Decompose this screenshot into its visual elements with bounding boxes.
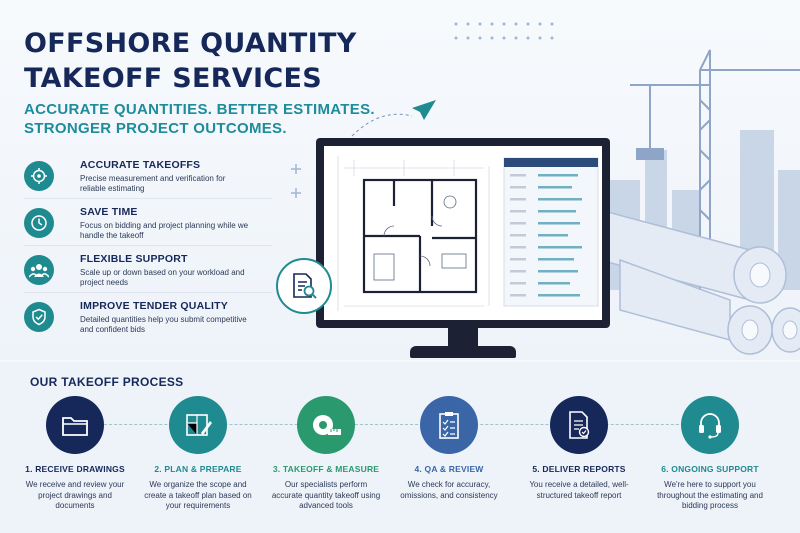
monitor-stand — [448, 328, 478, 348]
document-search-icon — [276, 258, 332, 314]
step-title: 6. ONGOING SUPPORT — [661, 464, 759, 474]
step-title: 1. RECEIVE DRAWINGS — [25, 464, 125, 474]
feature-title: ACCURATE TAKEOFFS — [80, 159, 201, 171]
feature-list: ACCURATE TAKEOFFS Precise measurement an… — [24, 152, 272, 340]
dot-pattern — [454, 22, 554, 40]
step-text: You receive a detailed, well-structured … — [529, 480, 629, 500]
blueprint-rolls-illustration — [600, 209, 800, 355]
clock-icon — [24, 208, 54, 238]
feature-text: Precise measurement and verification for… — [80, 174, 226, 193]
feature-item: FLEXIBLE SUPPORT Scale up or down based … — [24, 246, 272, 293]
target-icon — [24, 161, 54, 191]
floor-plan-drawing — [337, 156, 599, 311]
step-text: We receive and review your project drawi… — [25, 480, 125, 510]
step-title: 5. DELIVER REPORTS — [532, 464, 626, 474]
feature-title: SAVE TIME — [80, 206, 138, 218]
tape-measure-icon — [297, 396, 355, 454]
process-step: 3. TAKEOFF & MEASURE Our specialists per… — [261, 396, 391, 512]
step-title: 2. PLAN & PREPARE — [154, 464, 242, 474]
checklist-icon — [420, 396, 478, 454]
headset-icon — [681, 396, 739, 454]
process-title: OUR TAKEOFF PROCESS — [30, 375, 184, 389]
feature-title: FLEXIBLE SUPPORT — [80, 253, 188, 265]
blueprint-icon — [169, 396, 227, 454]
feature-item: SAVE TIME Focus on bidding and project p… — [24, 199, 272, 246]
process-step: 2. PLAN & PREPARE We organize the scope … — [133, 396, 263, 512]
monitor-screen — [324, 146, 602, 320]
feature-text: Focus on bidding and project planning wh… — [80, 221, 249, 240]
feature-title: IMPROVE TENDER QUALITY — [80, 300, 228, 312]
page-title: OFFSHORE QUANTITY TAKEOFF SERVICES — [24, 28, 357, 94]
process-step: 6. ONGOING SUPPORT We're here to support… — [645, 396, 775, 512]
process-step: 4. QA & REVIEW We check for accuracy, om… — [384, 396, 514, 501]
step-text: We check for accuracy, omissions, and co… — [400, 480, 498, 500]
process-step: 5. DELIVER REPORTS You receive a detaile… — [514, 396, 644, 501]
step-title: 4. QA & REVIEW — [414, 464, 484, 474]
shield-check-icon — [24, 302, 54, 332]
process-section — [0, 362, 800, 533]
feature-text: Scale up or down based on your workload … — [80, 268, 245, 287]
step-title: 3. TAKEOFF & MEASURE — [272, 464, 380, 474]
step-text: Our specialists perform accurate quantit… — [271, 480, 381, 510]
step-text: We're here to support you throughout the… — [657, 480, 763, 510]
feature-text: Detailed quantities help you submit comp… — [80, 315, 247, 334]
folder-icon — [46, 396, 104, 454]
plus-decoration — [291, 164, 301, 198]
team-icon — [24, 255, 54, 285]
process-connector — [74, 424, 724, 425]
report-icon — [550, 396, 608, 454]
feature-item: ACCURATE TAKEOFFS Precise measurement an… — [24, 152, 272, 199]
monitor-base — [410, 346, 516, 358]
page-subtitle: ACCURATE QUANTITIES. BETTER ESTIMATES. S… — [24, 101, 375, 137]
process-step: 1. RECEIVE DRAWINGS We receive and revie… — [10, 396, 140, 512]
paper-plane-icon — [351, 100, 436, 137]
monitor-illustration — [316, 138, 610, 328]
feature-item: IMPROVE TENDER QUALITY Detailed quantiti… — [24, 293, 272, 340]
step-text: We organize the scope and create a takeo… — [144, 480, 252, 510]
